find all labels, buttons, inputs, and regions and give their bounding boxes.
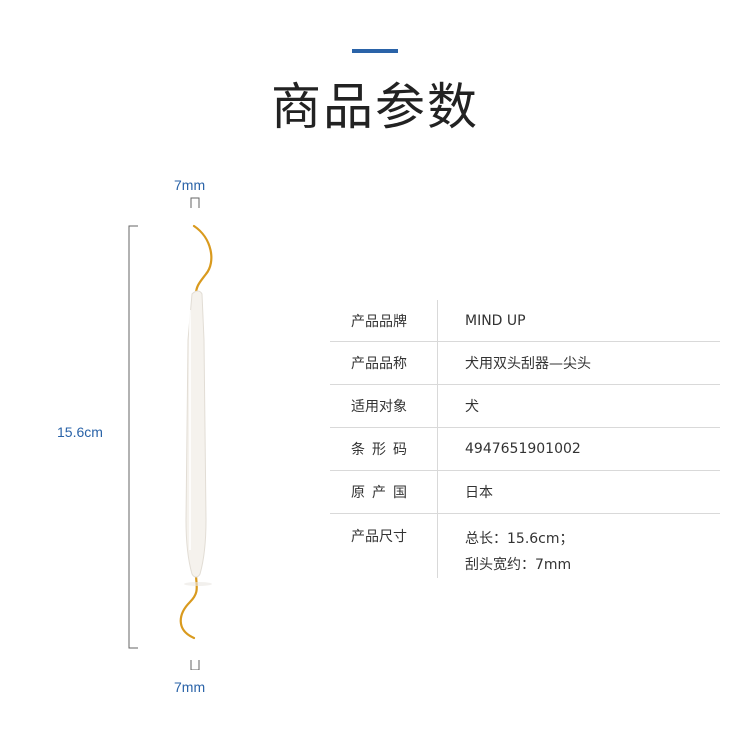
spec-value-text: 犬用双头刮器—尖头 — [465, 356, 591, 372]
spec-key: 产品品称 — [330, 342, 438, 384]
spec-key: 产品尺寸 — [330, 514, 438, 578]
spec-key: 产品品牌 — [330, 300, 438, 341]
length-bracket — [128, 225, 138, 649]
title-accent-bar — [352, 49, 398, 53]
spec-row-barcode: 条形码 4947651901002 — [330, 428, 720, 471]
tip-width-top-label: 7mm — [174, 177, 206, 193]
spec-row-brand: 产品品牌 MIND UP — [330, 300, 720, 342]
spec-key: 原产国 — [330, 471, 438, 513]
total-length-label: 15.6cm — [57, 424, 103, 440]
spec-row-target: 适用对象 犬 — [330, 385, 720, 428]
top-width-bracket — [190, 197, 200, 208]
spec-value: 日本 — [438, 471, 720, 513]
spec-table: 产品品牌 MIND UP 产品品称 犬用双头刮器—尖头 适用对象 犬 条形码 4… — [330, 300, 720, 578]
spec-row-product-name: 产品品称 犬用双头刮器—尖头 — [330, 342, 720, 385]
spec-value-line: 总长：15.6cm； — [465, 531, 574, 547]
spec-value-text: MIND UP — [465, 312, 526, 329]
spec-value-text: 4947651901002 — [465, 441, 581, 457]
top-tip — [192, 224, 213, 296]
spec-key: 条形码 — [330, 428, 438, 470]
spec-value-text: 日本 — [465, 485, 493, 501]
bottom-width-bracket — [190, 660, 200, 670]
spec-value: MIND UP — [438, 300, 720, 341]
spec-value-text: 犬 — [465, 399, 479, 415]
spec-value-line: 刮头宽约：7mm — [465, 557, 572, 573]
tip-width-bottom-label: 7mm — [174, 679, 206, 695]
page-title: 商品参数 — [271, 78, 479, 136]
spec-value: 犬用双头刮器—尖头 — [438, 342, 720, 384]
spec-value: 犬 — [438, 385, 720, 427]
spec-row-size: 产品尺寸 总长：15.6cm； 刮头宽约：7mm — [330, 514, 720, 578]
scaler-product-image — [128, 197, 213, 670]
spec-value: 4947651901002 — [438, 428, 720, 470]
spec-key: 适用对象 — [330, 385, 438, 427]
spec-row-origin: 原产国 日本 — [330, 471, 720, 514]
spec-value: 总长：15.6cm； 刮头宽约：7mm — [438, 514, 720, 578]
